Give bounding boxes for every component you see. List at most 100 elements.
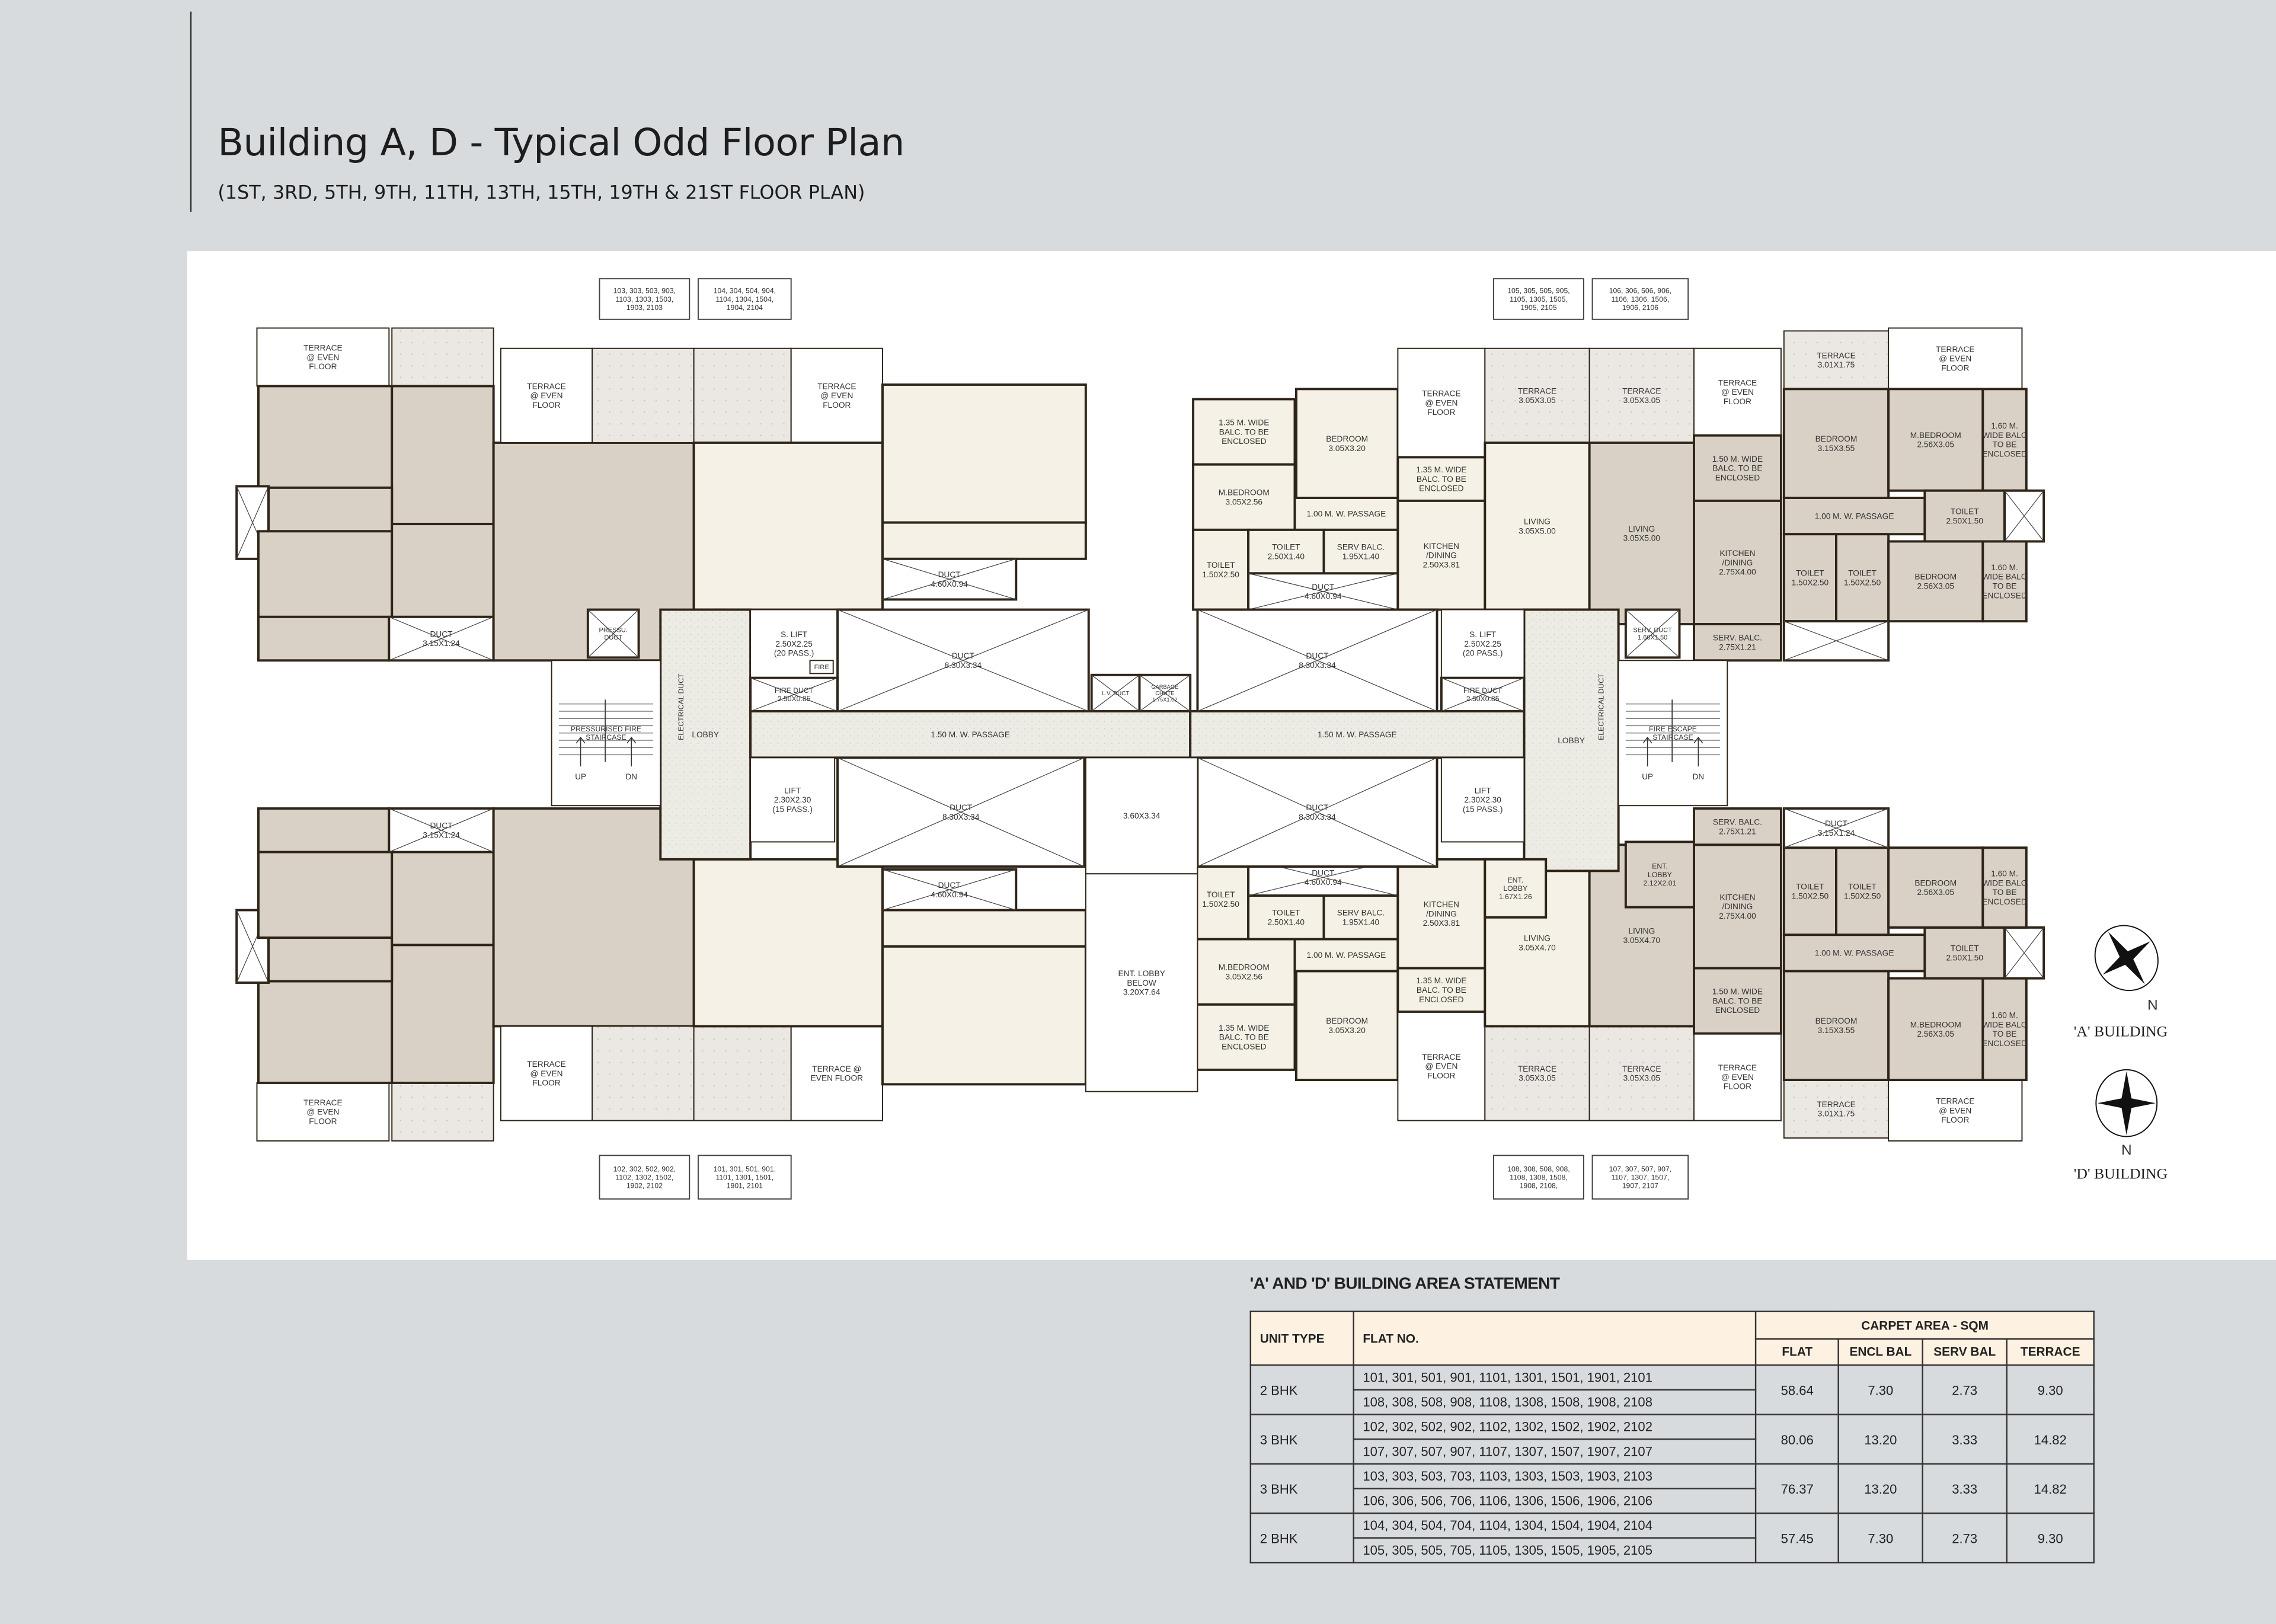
room-lower-d-mbalc (1981, 977, 2028, 1082)
room-upper-a-ter-dot2 (592, 347, 695, 443)
duct-cross-line (2004, 490, 2044, 542)
unit-type-cell: 3 BHK (1249, 1414, 1354, 1465)
flat-cell: 57.45 (1755, 1512, 1840, 1564)
room-upper-c-toilet2 (1247, 528, 1325, 575)
room-upper-d-t2 (1835, 533, 1890, 623)
room-lower-b-bed (881, 945, 1087, 1086)
duct-cross-line (837, 757, 1085, 867)
unit-type-cell: 3 BHK (1249, 1463, 1354, 1514)
duct-cross-line (1248, 573, 1398, 610)
room-upper-a-bed2 (391, 385, 495, 526)
room-upper-a-ter-dot (391, 327, 494, 387)
page-title: Building A, D - Typical Odd Floor Plan (218, 122, 904, 166)
flat-numbers-cell: 107, 307, 507, 907, 1107, 1307, 1507, 19… (1353, 1438, 1757, 1465)
room-upper-d-serv-label: SERV. BALC.2.75X1.21 (1713, 634, 1762, 652)
duct-cross-line (882, 558, 1016, 600)
room-upper-a-toilet (267, 486, 394, 533)
divider-line (190, 11, 192, 212)
encl-bal-cell: 7.30 (1837, 1364, 1924, 1415)
encl-bal-cell: 13.20 (1837, 1463, 1924, 1514)
compass-star (2102, 932, 2150, 984)
room-lower-d-serv (1693, 807, 1782, 846)
unit-type-cell: 2 BHK (1249, 1512, 1354, 1564)
flat-number-box-top (1493, 278, 1584, 320)
terrace-cell: 9.30 (2006, 1512, 2095, 1564)
duct-cross-line (1783, 808, 1889, 848)
flat-cell: 58.64 (1755, 1364, 1840, 1415)
duct-cross-line (1197, 757, 1437, 867)
room-upper-b-bed (881, 383, 1087, 524)
room-upper-c-serv-label: SERV BALC.1.95X1.40 (1337, 543, 1385, 561)
room-lower-a-ter-dot2 (592, 1025, 695, 1121)
terrace-cell: 9.30 (2006, 1364, 2095, 1415)
lift-right (1440, 757, 1525, 843)
lift-left (750, 757, 836, 843)
flat-number-box-top-label: 106, 306, 506, 906,1106, 1306, 1506,1906… (1609, 287, 1671, 312)
duct-cross-line (587, 609, 639, 658)
compass-north-label: N (2147, 997, 2158, 1013)
room-upper-d-kitchen (1693, 499, 1782, 626)
duct-cross-line (1441, 677, 1524, 712)
duct-cross-line (1625, 609, 1680, 658)
room-upper-d-mbalc2 (1981, 540, 2028, 623)
building-label: 'D' BUILDING (2074, 1165, 2168, 1182)
duct-cross-line (389, 808, 494, 853)
header-carpet-area: CARPET AREA - SQM (1755, 1310, 2095, 1340)
room-lower-c-balc (1192, 1003, 1296, 1071)
flat-cell: 76.37 (1755, 1463, 1840, 1514)
room-lower-c-bed (1294, 970, 1399, 1082)
entrance-lobby-d (1624, 840, 1695, 909)
fire-tag-label: FIRE (814, 664, 829, 671)
room-upper-a-ter-even2 (500, 347, 593, 443)
fire-tag (809, 660, 834, 674)
flat-number-box-top (599, 278, 691, 320)
flat-number-box-bottom-label: 101, 301, 501, 901,1101, 1301, 1501,1901… (714, 1165, 776, 1190)
room-lower-b-ter-dot (693, 1025, 792, 1121)
room-upper-d-ter2 (1783, 330, 1890, 390)
room-upper-a-bath (257, 615, 391, 662)
room-upper-d-living (1588, 441, 1695, 626)
room-lower-a-toilet (267, 936, 394, 983)
flat-numbers-cell: 105, 305, 505, 705, 1105, 1305, 1505, 19… (1353, 1537, 1757, 1564)
room-lower-d-t1 (1782, 846, 1837, 936)
room-upper-a-toil2 (391, 523, 495, 618)
serv-bal-cell: 3.33 (1922, 1463, 2008, 1514)
room-lower-d-ter-even (1693, 1032, 1782, 1121)
service-lift-right (1440, 609, 1525, 679)
table-row: 108, 308, 508, 908, 1108, 1308, 1508, 19… (1251, 1389, 2094, 1415)
lobby-left-label: LOBBY (692, 730, 719, 739)
void-area (1085, 757, 1198, 875)
page-subtitle: (1ST, 3RD, 5TH, 9TH, 11TH, 13TH, 15TH, 1… (218, 183, 865, 205)
room-upper-d-ter (1588, 347, 1695, 443)
duct-cross-line (1783, 621, 1889, 661)
